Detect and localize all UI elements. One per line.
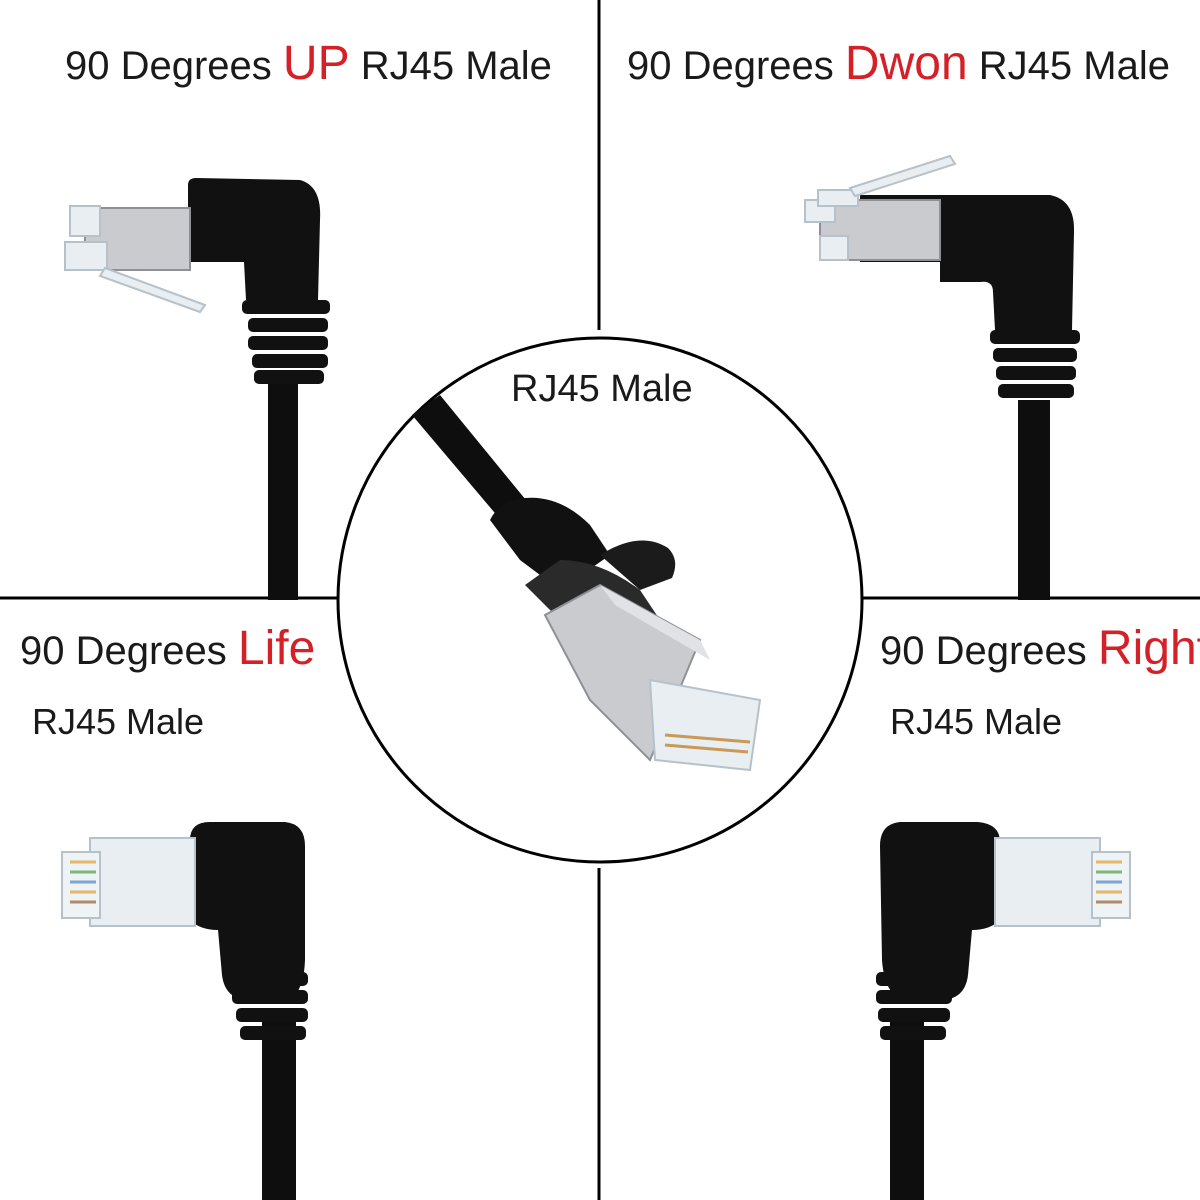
- label-highlight: UP: [282, 37, 350, 90]
- label-top-right: 90 Degrees Dwon RJ45 Male: [627, 40, 1170, 88]
- label-highlight: Life: [237, 622, 316, 675]
- connector-down-icon: [804, 154, 1080, 600]
- label-highlight: Dwon: [844, 37, 968, 90]
- subtitle-bottom-left: RJ45 Male: [32, 701, 205, 742]
- label-bottom-left: 90 Degrees Life: [20, 625, 315, 673]
- label-suffix: RJ45 Male: [360, 44, 552, 88]
- label-highlight: Right: [1097, 622, 1200, 675]
- label-suffix: RJ45 Male: [978, 44, 1170, 88]
- center-label: RJ45 Male: [511, 368, 693, 410]
- connector-left-icon: [61, 822, 308, 1200]
- label-prefix: 90 Degrees: [880, 629, 1087, 673]
- label-bottom-right: 90 Degrees Right: [880, 625, 1200, 673]
- label-prefix: 90 Degrees: [65, 44, 272, 88]
- connector-straight-icon: [412, 395, 762, 772]
- label-prefix: 90 Degrees: [20, 629, 227, 673]
- connector-right-icon: [876, 822, 1131, 1200]
- label-top-left: 90 Degrees UP RJ45 Male: [65, 40, 552, 88]
- label-prefix: 90 Degrees: [627, 44, 834, 88]
- subtitle-bottom-right: RJ45 Male: [890, 701, 1063, 742]
- connector-up-icon: [64, 178, 330, 600]
